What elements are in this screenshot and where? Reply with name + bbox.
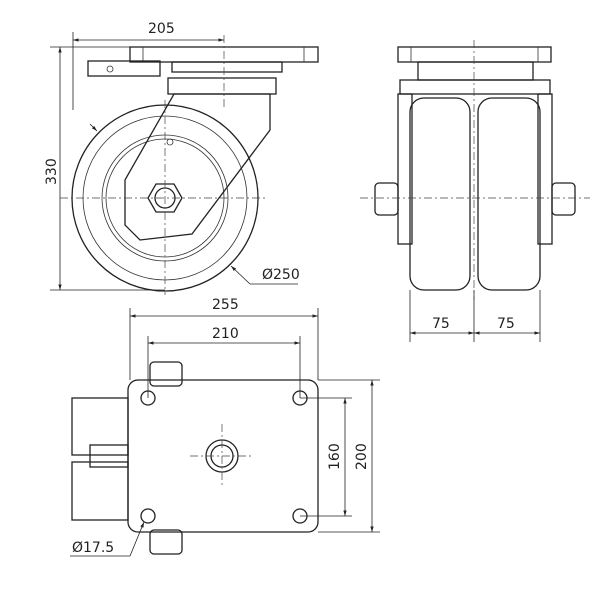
mounting-plate	[127, 379, 319, 533]
fork-leg-right	[537, 93, 553, 245]
bolt-hole	[140, 508, 156, 524]
front-top-plate	[397, 46, 552, 63]
nut-top	[149, 361, 183, 387]
axle-nut-right	[551, 182, 576, 216]
dim-210: 210	[212, 326, 239, 342]
brake-lever	[87, 60, 161, 77]
top-view: 255 210 160 200 Ø17.5	[70, 297, 380, 557]
side-view: 205 330 Ø250	[44, 21, 319, 295]
dim-160: 160	[327, 443, 343, 470]
wheel-left	[409, 97, 471, 291]
dim-75-right: 75	[497, 316, 515, 332]
dim-330: 330	[44, 158, 60, 185]
dim-205: 205	[148, 21, 175, 37]
fork-leg-left	[397, 93, 413, 245]
front-view: 75 75	[360, 40, 590, 342]
nut-bottom	[149, 529, 183, 555]
dim-hole-diameter: Ø17.5	[72, 540, 114, 556]
axle-nut	[147, 183, 183, 213]
dim-wheel-diameter: Ø250	[262, 267, 300, 283]
dim-75-left: 75	[432, 316, 450, 332]
wheel-right	[477, 97, 541, 291]
fork	[124, 93, 271, 241]
swivel-bearing	[167, 77, 277, 95]
wheel-top-left	[71, 397, 129, 456]
dim-255: 255	[212, 297, 239, 313]
axle-nut-left	[374, 182, 399, 216]
wheel-top-right	[71, 461, 129, 521]
dim-200: 200	[354, 443, 370, 470]
